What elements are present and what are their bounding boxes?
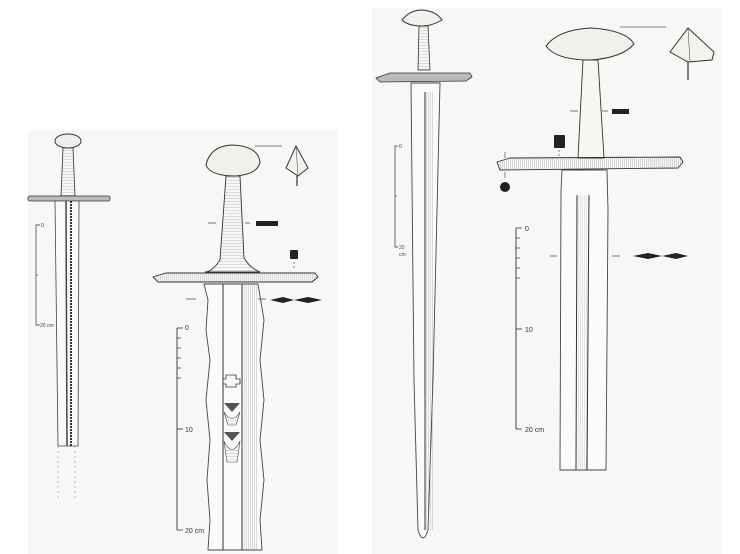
section-markers bbox=[186, 221, 322, 303]
scale-label-20cm: 20 cm bbox=[185, 528, 204, 535]
scale-label-20cm: 20 cm bbox=[40, 323, 54, 329]
sword-a-overview: 0 20 cm bbox=[27, 133, 111, 500]
triangle-inlay-1 bbox=[224, 403, 240, 412]
crossguard-section-round bbox=[500, 182, 510, 192]
sword-b-overview-scale-bar: 0 20 cm bbox=[394, 144, 406, 258]
sword-b-detail: 0 10 20 cm bbox=[496, 26, 715, 471]
blade-section-lenticular bbox=[270, 297, 322, 303]
crossguard-section-square bbox=[290, 250, 298, 259]
crossguard-section-square bbox=[554, 135, 565, 148]
sword-a-detail-scale-bar: 0 10 20 cm bbox=[176, 325, 204, 535]
sword-a-detail: 0 10 20 cm bbox=[152, 144, 322, 551]
sword-b-detail-scale-bar: 0 10 20 cm bbox=[515, 226, 544, 434]
scale-label-unit: cm bbox=[399, 252, 406, 258]
sword-a-overview-scale-bar: 0 20 cm bbox=[35, 223, 54, 329]
scale-label-0: 0 bbox=[399, 144, 402, 150]
scale-label-10: 10 bbox=[185, 427, 193, 434]
scale-label-20cm: 20 cm bbox=[525, 427, 544, 434]
pommel-side-view-icon bbox=[255, 144, 309, 186]
grip-section-rectangle bbox=[256, 221, 278, 226]
sword-b-overview: 0 20 cm bbox=[375, 9, 473, 539]
cross-inlay bbox=[222, 374, 241, 388]
blade-section-lenticular bbox=[633, 253, 688, 259]
scale-label-10: 10 bbox=[525, 327, 533, 334]
grip-section-rectangle bbox=[612, 109, 629, 114]
scale-label-0: 0 bbox=[185, 325, 189, 332]
triangle-inlay-2 bbox=[224, 432, 240, 441]
inlay-marks bbox=[222, 374, 241, 463]
scale-label-0: 0 bbox=[525, 226, 529, 233]
section-markers bbox=[500, 109, 688, 259]
scale-label-20: 20 bbox=[399, 245, 405, 251]
scale-label-0: 0 bbox=[41, 223, 44, 229]
pommel-side-view-icon bbox=[620, 26, 715, 80]
